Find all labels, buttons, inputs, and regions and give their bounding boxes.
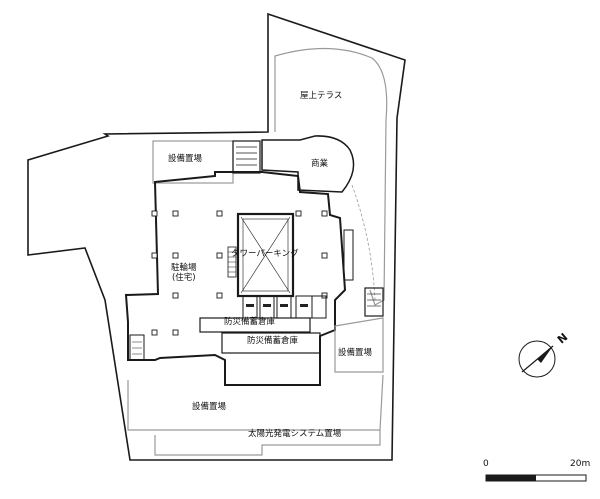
main-building-outline: [124, 171, 347, 386]
solar-area-outline: [154, 430, 381, 456]
rooftop-terrace-label: 屋上テラス: [300, 91, 343, 101]
disaster-storage-1-label: 防災備蓄倉庫: [224, 317, 276, 327]
disaster-storage-2-label: 防災備蓄倉庫: [247, 336, 299, 346]
equipment-area-right-box: [334, 317, 384, 373]
scale-start-label: 0: [483, 459, 489, 469]
equipment-area-bottom-label: 設備置場: [192, 402, 227, 412]
bicycle-parking-label: 駐輪場 (住宅): [171, 263, 197, 284]
north-arrow: [518, 340, 556, 378]
equipment-area-top-label: 設備置場: [168, 154, 203, 164]
solar-area-label: 太陽光発電システム置場: [248, 429, 342, 439]
disaster-storage-1-box: [199, 317, 311, 333]
elevator-marks: [246, 304, 308, 307]
bicycle-parking-line2: (住宅): [171, 272, 196, 283]
stair-top: [232, 140, 261, 174]
rooftop-terrace-outline: [274, 47, 388, 306]
commercial-area: [261, 135, 355, 193]
disaster-storage-2-box: [221, 332, 321, 354]
site-boundary: [27, 12, 406, 461]
columns: [151, 210, 328, 336]
equipment-area-right-label: 設備置場: [338, 348, 373, 358]
tower-parking-label: タワーパーキング: [231, 249, 299, 259]
scale-end-label: 20m: [570, 459, 591, 469]
bicycle-parking-line1: 駐輪場: [171, 263, 197, 273]
right-stair: [364, 287, 384, 317]
terrace-edge-dashed: [351, 184, 376, 301]
commercial-label: 商業: [311, 159, 329, 169]
scale-bar: [485, 474, 587, 482]
equipment-area-bottom-box: [127, 374, 384, 431]
